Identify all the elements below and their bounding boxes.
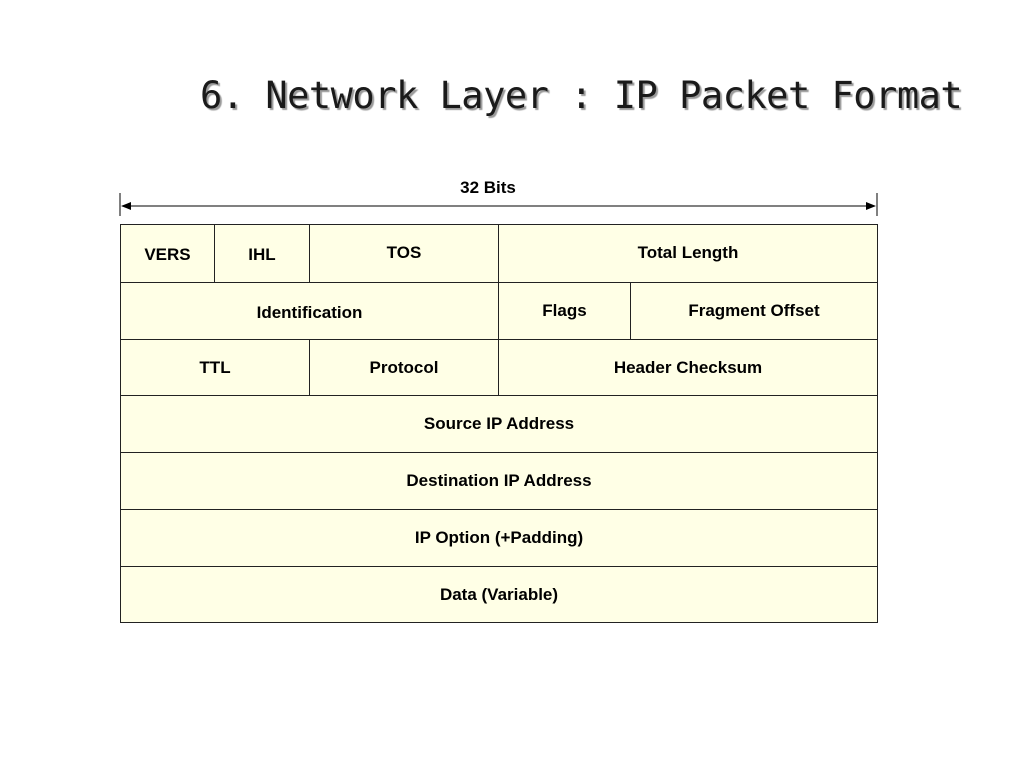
field-protocol: Protocol — [309, 339, 499, 396]
field-source-ip-label: Source IP Address — [423, 414, 575, 433]
width-arrow — [119, 193, 878, 216]
field-identification-label: Identification — [256, 303, 363, 322]
field-source-ip: Source IP Address — [120, 395, 878, 453]
field-ip-option-label: IP Option (+Padding) — [414, 528, 584, 547]
field-ttl: TTL — [120, 339, 310, 396]
field-ihl: IHL — [214, 224, 310, 283]
field-identification: Identification — [120, 282, 499, 340]
arrow-left-head — [121, 202, 131, 210]
field-protocol-label: Protocol — [369, 357, 439, 377]
field-fragment-offset: Fragment Offset — [630, 282, 878, 340]
field-vers: VERS — [120, 224, 215, 283]
field-total-length-label: Total Length — [637, 243, 739, 262]
field-header-checksum-label: Header Checksum — [613, 357, 763, 377]
arrow-right-head — [866, 202, 876, 210]
field-tos: TOS — [309, 224, 499, 283]
field-ttl-label: TTL — [199, 357, 231, 377]
field-data: Data (Variable) — [120, 566, 878, 623]
field-flags-label: Flags — [542, 301, 587, 320]
field-ip-option: IP Option (+Padding) — [120, 509, 878, 567]
field-flags: Flags — [498, 282, 631, 340]
field-destination-ip: Destination IP Address — [120, 452, 878, 510]
field-total-length: Total Length — [498, 224, 878, 283]
field-ihl-label: IHL — [248, 245, 276, 264]
slide-title: 6. Network Layer : IP Packet Format — [200, 74, 963, 117]
field-data-label: Data (Variable) — [439, 584, 559, 604]
field-destination-ip-label: Destination IP Address — [406, 471, 592, 490]
field-header-checksum: Header Checksum — [498, 339, 878, 396]
width-label: 32 Bits — [460, 178, 516, 197]
field-vers-label: VERS — [144, 245, 191, 264]
field-fragment-offset-label: Fragment Offset — [688, 301, 820, 320]
field-tos-label: TOS — [386, 243, 422, 262]
